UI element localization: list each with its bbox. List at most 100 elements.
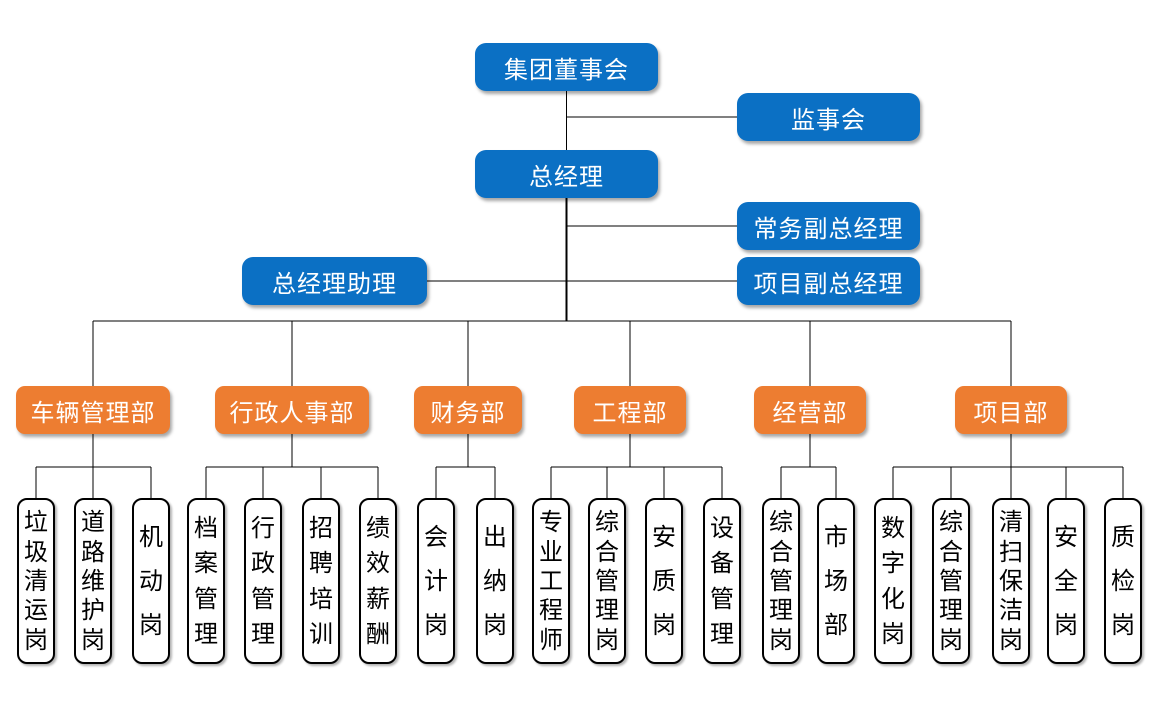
position-node: 综合管理岗 xyxy=(588,498,626,664)
position-node-char: 绩 xyxy=(366,514,390,543)
position-node-char: 理 xyxy=(710,619,734,648)
position-node-char: 全 xyxy=(1054,567,1078,595)
position-node-char: 机 xyxy=(139,523,163,551)
position-node-char: 综 xyxy=(769,508,793,537)
position-node-char: 理 xyxy=(251,619,275,648)
position-node-char: 岗 xyxy=(881,619,905,648)
position-node-char: 效 xyxy=(366,549,390,578)
position-node-char: 洁 xyxy=(999,596,1023,625)
position-node-char: 理 xyxy=(194,619,218,648)
position-node-char: 道 xyxy=(81,508,105,537)
position-node-char: 圾 xyxy=(24,537,48,566)
position-node-char: 岗 xyxy=(139,611,163,639)
position-node-char: 运 xyxy=(24,596,48,625)
position-node-char: 岗 xyxy=(81,625,105,654)
position-node-char: 检 xyxy=(1111,567,1135,595)
position-node-char: 岗 xyxy=(652,611,676,639)
position-node-char: 岗 xyxy=(999,625,1023,654)
position-node-char: 动 xyxy=(139,567,163,595)
position-node-char: 计 xyxy=(424,567,448,595)
position-node-char: 岗 xyxy=(1111,611,1135,639)
position-node: 设备管理 xyxy=(703,498,741,664)
position-node-char: 数 xyxy=(881,514,905,543)
position-node-char: 质 xyxy=(652,567,676,595)
position-node-char: 程 xyxy=(539,596,563,625)
position-node-char: 薪 xyxy=(366,584,390,613)
department-node: 项目部 xyxy=(955,386,1067,434)
position-node: 行政管理 xyxy=(244,498,282,664)
position-node: 安质岗 xyxy=(645,498,683,664)
position-node: 出纳岗 xyxy=(476,498,514,664)
position-node-char: 管 xyxy=(251,584,275,613)
position-node-char: 岗 xyxy=(424,611,448,639)
position-node-char: 管 xyxy=(710,584,734,613)
position-node-char: 化 xyxy=(881,584,905,613)
position-node-char: 设 xyxy=(710,514,734,543)
position-node-char: 工 xyxy=(539,566,563,595)
position-node: 会计岗 xyxy=(417,498,455,664)
position-node-char: 理 xyxy=(595,596,619,625)
position-node-char: 招 xyxy=(309,514,333,543)
position-node: 质检岗 xyxy=(1104,498,1142,664)
position-node-char: 政 xyxy=(251,549,275,578)
position-node-char: 部 xyxy=(824,611,848,639)
position-node-char: 档 xyxy=(194,514,218,543)
department-node: 工程部 xyxy=(574,386,686,434)
position-node: 机动岗 xyxy=(132,498,170,664)
position-node-char: 岗 xyxy=(483,611,507,639)
position-node-char: 管 xyxy=(939,566,963,595)
position-node-char: 综 xyxy=(939,508,963,537)
position-node-char: 理 xyxy=(939,596,963,625)
position-node: 综合管理岗 xyxy=(932,498,970,664)
position-node: 道路维护岗 xyxy=(74,498,112,664)
position-node: 综合管理岗 xyxy=(762,498,800,664)
department-node: 经营部 xyxy=(754,386,866,434)
position-node-char: 纳 xyxy=(483,567,507,595)
position-node-char: 管 xyxy=(595,566,619,595)
position-node-char: 理 xyxy=(769,596,793,625)
position-node: 数字化岗 xyxy=(874,498,912,664)
position-node-char: 出 xyxy=(483,523,507,551)
position-node: 专业工程师 xyxy=(532,498,570,664)
position-node-char: 师 xyxy=(539,625,563,654)
position-node: 垃圾清运岗 xyxy=(17,498,55,664)
node-executive-deputy-general-manager: 常务副总经理 xyxy=(737,202,920,250)
position-node-char: 护 xyxy=(81,596,105,625)
position-node-char: 案 xyxy=(194,549,218,578)
position-node-char: 市 xyxy=(824,523,848,551)
position-node-char: 安 xyxy=(1054,523,1078,551)
department-node: 车辆管理部 xyxy=(16,386,170,434)
position-node-char: 字 xyxy=(881,549,905,578)
position-node: 档案管理 xyxy=(187,498,225,664)
position-node-char: 合 xyxy=(769,537,793,566)
position-node-char: 扫 xyxy=(999,537,1023,566)
node-general-manager: 总经理 xyxy=(475,150,658,198)
position-node-char: 业 xyxy=(539,537,563,566)
position-node-char: 酬 xyxy=(366,619,390,648)
position-node-char: 岗 xyxy=(1054,611,1078,639)
position-node-char: 会 xyxy=(424,523,448,551)
position-node-char: 训 xyxy=(309,619,333,648)
position-node-char: 合 xyxy=(595,537,619,566)
department-node: 财务部 xyxy=(414,386,522,434)
position-node-char: 管 xyxy=(194,584,218,613)
node-supervisory-board: 监事会 xyxy=(737,93,920,141)
position-node-char: 安 xyxy=(652,523,676,551)
position-node-char: 岗 xyxy=(24,625,48,654)
position-node-char: 岗 xyxy=(595,625,619,654)
position-node-char: 聘 xyxy=(309,549,333,578)
node-group-board-of-directors: 集团董事会 xyxy=(475,43,658,91)
position-node-char: 场 xyxy=(824,567,848,595)
position-node-char: 管 xyxy=(769,566,793,595)
position-node-char: 保 xyxy=(999,566,1023,595)
position-node-char: 专 xyxy=(539,508,563,537)
position-node: 绩效薪酬 xyxy=(359,498,397,664)
position-node: 安全岗 xyxy=(1047,498,1085,664)
position-node-char: 清 xyxy=(999,508,1023,537)
position-node-char: 综 xyxy=(595,508,619,537)
position-node-char: 质 xyxy=(1111,523,1135,551)
position-node-char: 行 xyxy=(251,514,275,543)
position-node: 清扫保洁岗 xyxy=(992,498,1030,664)
